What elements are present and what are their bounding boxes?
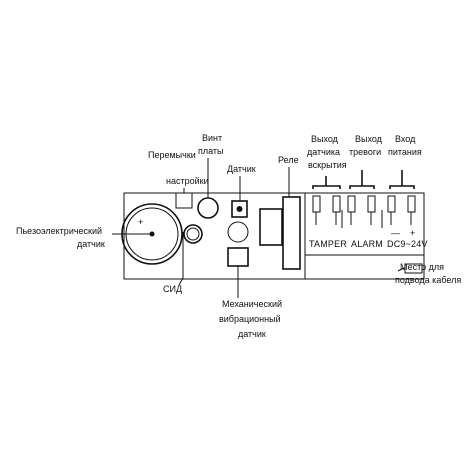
screw-label-1: Винт: [202, 133, 222, 143]
tamper-output-label-3: вскрытия: [308, 160, 347, 170]
jumpers-label-1: Перемычки: [148, 150, 196, 160]
led-label: СИД: [163, 284, 182, 294]
cable-label-1: Место для: [400, 262, 444, 272]
relay-left: [259, 208, 283, 246]
dc-voltage-mark: DC9~24V: [387, 239, 428, 249]
terminal-brackets: [312, 170, 415, 189]
alarm-mark: ALARM: [351, 239, 383, 249]
relay-right: [282, 196, 301, 270]
minus-mark: —: [391, 228, 400, 238]
mechanical-sensor-dome: [227, 221, 249, 243]
screw-label-2: платы: [198, 146, 224, 156]
piezo-label-2: датчик: [77, 239, 105, 249]
power-input-label-2: питания: [388, 147, 422, 157]
alarm-output-label-1: Выход: [355, 134, 383, 144]
sensor-label: Датчик: [227, 164, 256, 174]
board-screw: [197, 197, 219, 219]
cable-label-2: подвода кабеля: [395, 275, 461, 285]
led: [183, 224, 203, 244]
circuit-board: [123, 192, 425, 280]
alarm-output-label-2: тревоги: [349, 147, 381, 157]
piezo-label-1: Пьезоэлектрический: [16, 226, 102, 236]
leader-lines: [112, 158, 405, 298]
terminal-block: [304, 192, 425, 256]
tamper-mark: TAMPER: [309, 239, 347, 249]
mechanical-sensor-body: [227, 247, 249, 267]
terminal-pins: [312, 195, 416, 228]
sensor-component: [231, 200, 248, 218]
svg-text:+: +: [138, 217, 143, 227]
mechanical-label-3: датчик: [238, 329, 266, 339]
power-input-label-1: Вход: [395, 134, 416, 144]
jumpers-label-2: настройки: [166, 176, 209, 186]
jumpers: [175, 192, 193, 209]
relay-label: Реле: [278, 155, 299, 165]
plus-power-mark: +: [410, 228, 415, 238]
mechanical-label-1: Механический: [222, 299, 282, 309]
tamper-output-label-2: датчика: [307, 147, 340, 157]
cable-entry: [404, 263, 423, 274]
mechanical-label-2: вибрационный: [219, 314, 281, 324]
tamper-output-label-1: Выход: [311, 134, 339, 144]
